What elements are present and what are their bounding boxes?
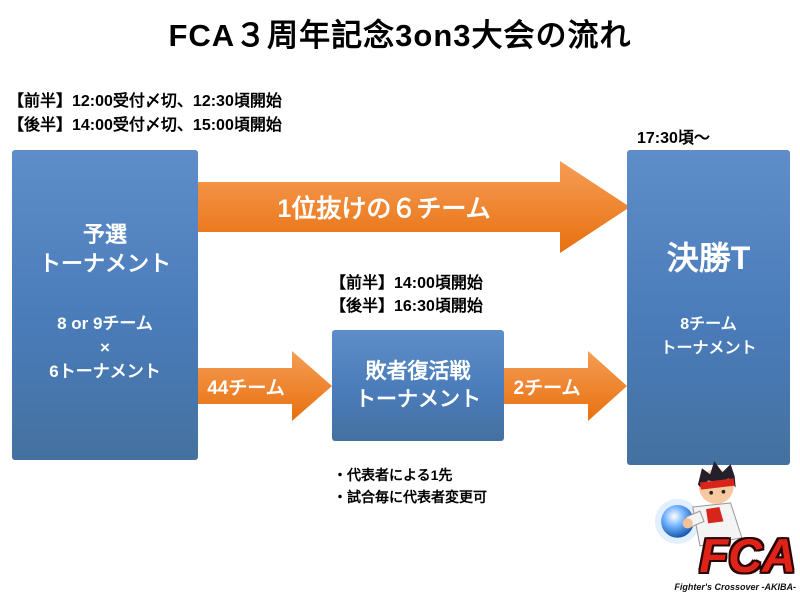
losers-schedule-line-1: 【前半】14:00頃開始 <box>330 275 483 292</box>
final-box-detail: 8チーム トーナメント <box>627 313 790 361</box>
note-line-1: ・代表者による1先 <box>333 467 453 483</box>
losers-schedule-line-2: 【後半】16:30頃開始 <box>330 298 483 315</box>
arrow-right-icon <box>504 351 627 421</box>
qualifier-detail-line-2: × <box>100 338 110 357</box>
qualifier-schedule-text: 【前半】12:00受付〆切、12:30頃開始 【後半】14:00受付〆切、15:… <box>8 90 282 138</box>
final-box: 決勝T 8チーム トーナメント <box>627 150 790 465</box>
final-start-time: 17:30頃〜 <box>637 130 710 147</box>
arrow-right-icon <box>198 351 332 421</box>
fca-logo: FCA Fighter's Crossover -AKIBA- <box>630 458 798 598</box>
arrow-label-left: 44チーム <box>207 377 285 399</box>
arrow-qualifier-to-losers: 44チーム <box>198 351 332 421</box>
schedule-line-1: 【前半】12:00受付〆切、12:30頃開始 <box>8 93 282 110</box>
note-line-2: ・試合毎に代表者変更可 <box>333 489 487 505</box>
qualifier-box: 予選 トーナメント 8 or 9チーム × 6トーナメント <box>12 150 198 460</box>
fca-logo-text: FCA <box>699 529 796 582</box>
mascot-character-icon <box>654 461 743 547</box>
qualifier-box-title: 予選 トーナメント <box>12 220 198 278</box>
qualifier-title-line-1: 予選 <box>82 222 127 247</box>
losers-notes-text: ・代表者による1先 ・試合毎に代表者変更可 <box>333 464 487 508</box>
qualifier-detail-line-3: 6トーナメント <box>49 362 161 381</box>
arrow-losers-to-final: 2チーム <box>504 351 627 421</box>
arrow-label-right: 2チーム <box>513 377 581 399</box>
schedule-line-2: 【後半】14:00受付〆切、15:00頃開始 <box>8 117 282 134</box>
losers-title-line-1: 敗者復活戦 <box>365 360 471 383</box>
arrow-qualifier-to-final: 1位抜けの６チーム <box>198 161 630 253</box>
losers-box-title: 敗者復活戦 トーナメント <box>332 358 504 414</box>
fca-logo-tagline: Fighter's Crossover -AKIBA- <box>674 582 796 592</box>
losers-bracket-box: 敗者復活戦 トーナメント <box>332 330 504 441</box>
losers-schedule-text: 【前半】14:00頃開始 【後半】16:30頃開始 <box>330 272 483 318</box>
losers-title-line-2: トーナメント <box>355 388 481 411</box>
arrow-right-icon <box>198 161 630 253</box>
qualifier-box-detail: 8 or 9チーム × 6トーナメント <box>12 312 198 384</box>
qualifier-title-line-2: トーナメント <box>38 251 171 276</box>
arrow-label-top: 1位抜けの６チーム <box>277 195 491 223</box>
final-box-title: 決勝T <box>666 240 751 276</box>
final-detail-line-2: トーナメント <box>660 340 757 357</box>
qualifier-detail-line-1: 8 or 9チーム <box>57 314 153 333</box>
final-detail-line-1: 8チーム <box>680 316 737 333</box>
page-title: FCA３周年記念3on3大会の流れ <box>168 18 632 53</box>
